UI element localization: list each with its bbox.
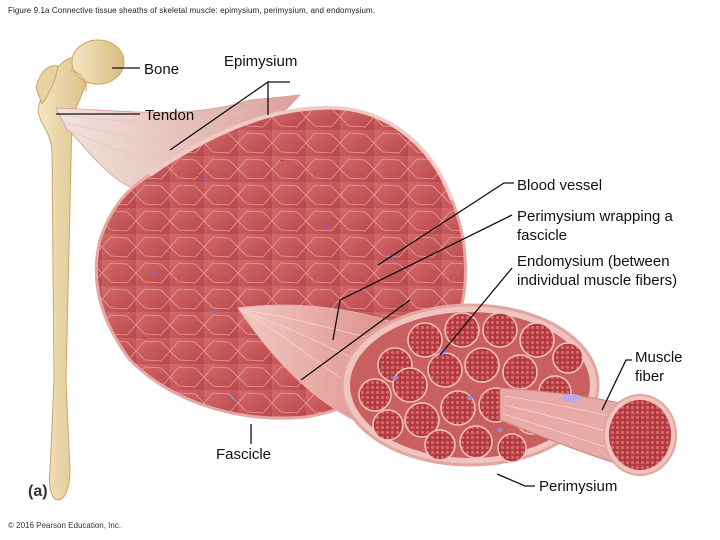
- muscle-fiber: [499, 387, 677, 476]
- label-bone: Bone: [144, 61, 180, 78]
- leader-lines: [56, 67, 632, 487]
- copyright: © 2016 Pearson Education, Inc.: [8, 521, 122, 530]
- label-perimysium: Perimysium: [539, 478, 618, 495]
- panel-label: (a): [28, 483, 48, 500]
- bone: [35, 39, 125, 501]
- label-fascicle: Fascicle: [216, 446, 272, 463]
- label-endomysium: Endomysium (between individual muscle fi…: [517, 253, 678, 289]
- label-epimysium: Epimysium: [224, 53, 298, 70]
- label-muscle-fiber: Muscle fiber: [635, 349, 683, 385]
- label-perimysium-wrapping: Perimysium wrapping a fascicle: [517, 208, 673, 244]
- figure-caption: Figure 9.1a Connective tissue sheaths of…: [8, 6, 376, 15]
- label-blood-vessel: Blood vessel: [517, 177, 603, 194]
- label-tendon: Tendon: [145, 107, 195, 124]
